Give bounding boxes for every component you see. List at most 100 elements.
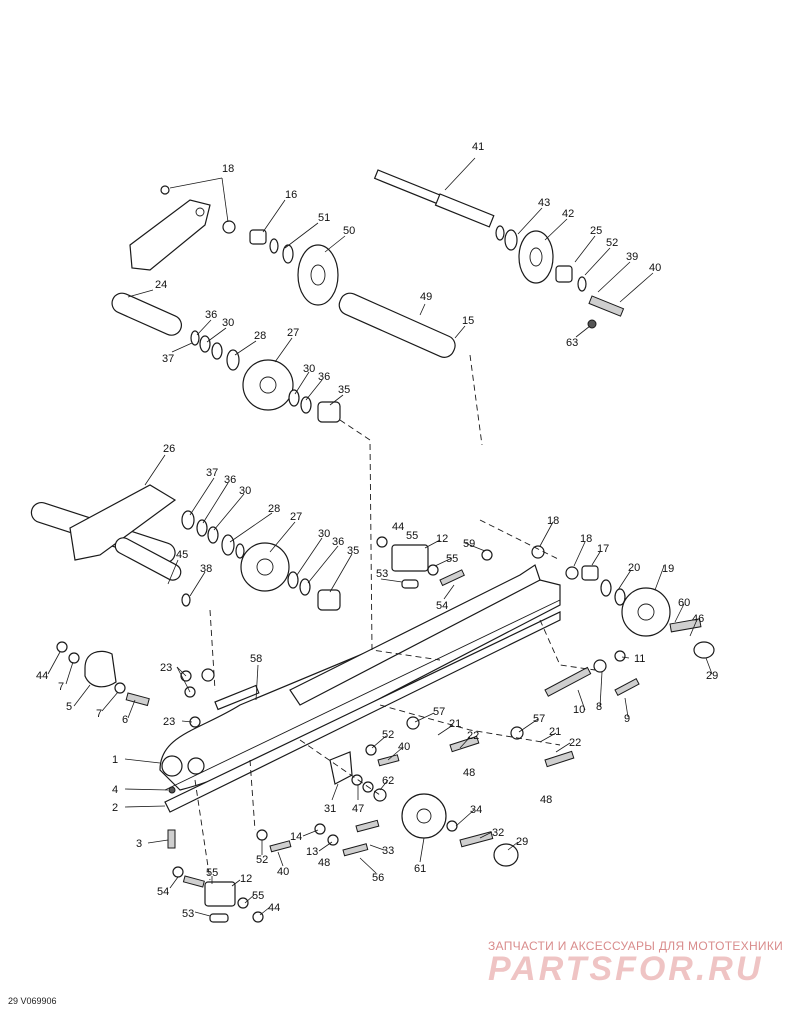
callout: 27 [290, 511, 302, 523]
rear-idler-assembly [531, 545, 715, 697]
callout: 36 [318, 371, 330, 383]
callout: 21 [449, 718, 461, 730]
callout: 7 [96, 708, 102, 720]
callout: 48 [318, 857, 330, 869]
callout: 35 [338, 384, 350, 396]
callout: 50 [343, 225, 355, 237]
callout: 51 [318, 212, 330, 224]
callout: 46 [692, 613, 704, 625]
callout: 48 [540, 794, 552, 806]
callout: 3 [136, 838, 142, 850]
callout: 30 [239, 485, 251, 497]
callout: 12 [436, 533, 448, 545]
callout: 54 [436, 600, 448, 612]
callout: 30 [303, 363, 315, 375]
callout: 57 [533, 713, 545, 725]
callout: 20 [628, 562, 640, 574]
callout: 58 [250, 653, 262, 665]
callout: 2 [112, 802, 118, 814]
callout: 54 [157, 886, 169, 898]
callout: 15 [462, 315, 474, 327]
callout: 19 [662, 563, 674, 575]
callout: 43 [538, 197, 550, 209]
center-mount-hardware [256, 536, 575, 867]
callout: 23 [163, 716, 175, 728]
callout: 22 [467, 730, 479, 742]
callout: 11 [634, 653, 645, 665]
callout: 48 [463, 767, 475, 779]
callout: 59 [463, 538, 475, 550]
callout: 55 [406, 530, 418, 542]
callout: 21 [549, 726, 561, 738]
callout: 53 [182, 908, 194, 920]
callout: 6 [122, 714, 128, 726]
callout: 36 [332, 536, 344, 548]
callout: 41 [472, 141, 484, 153]
callout: 9 [624, 713, 630, 725]
callout: 14 [290, 831, 302, 843]
callout: 39 [626, 251, 638, 263]
callout: 55 [252, 890, 264, 902]
callout: 36 [224, 474, 236, 486]
callout: 18 [547, 515, 559, 527]
callout: 23 [160, 662, 172, 674]
callout: 62 [382, 775, 394, 787]
callout: 13 [306, 846, 318, 858]
callout: 30 [318, 528, 330, 540]
callout: 40 [277, 866, 289, 878]
callout: 52 [382, 729, 394, 741]
watermark-tagline: ЗАПЧАСТИ И АКСЕССУАРЫ ДЛЯ МОТОТЕХНИКИ [488, 939, 784, 953]
callout: 27 [287, 327, 299, 339]
callout: 8 [596, 701, 602, 713]
callout: 38 [200, 563, 212, 575]
callout: 42 [562, 208, 574, 220]
diagram-reference-code: 29 V069906 [8, 996, 57, 1006]
callout: 49 [420, 291, 432, 303]
callout: 34 [470, 804, 482, 816]
callout: 60 [678, 597, 690, 609]
callout: 40 [398, 741, 410, 753]
callout: 44 [268, 902, 280, 914]
callout: 18 [222, 163, 234, 175]
callout: 40 [649, 262, 661, 274]
front-hardware [56, 641, 264, 923]
callout: 26 [163, 443, 175, 455]
callout: 63 [566, 337, 578, 349]
callout: 7 [58, 681, 64, 693]
callout: 12 [240, 873, 252, 885]
callout: 16 [285, 189, 297, 201]
callout: 18 [580, 533, 592, 545]
watermark-logo: PARTSFOR.RU [488, 950, 764, 988]
callout: 4 [112, 784, 118, 796]
callout: 56 [372, 872, 384, 884]
callout: 35 [347, 545, 359, 557]
callout: 1 [112, 754, 118, 766]
callout: 37 [162, 353, 174, 365]
callout: 32 [492, 827, 504, 839]
callout: 57 [433, 706, 445, 718]
callout-labels: 41 18 16 51 50 43 42 25 52 39 40 63 24 4… [36, 141, 718, 920]
callout: 45 [176, 549, 188, 561]
callout: 55 [446, 553, 458, 565]
upper-front-shaft-assembly [111, 185, 456, 423]
callout: 28 [268, 503, 280, 515]
callout: 5 [66, 701, 72, 713]
callout: 29 [516, 836, 528, 848]
callout: 52 [256, 854, 268, 866]
callout: 37 [206, 467, 218, 479]
callout: 53 [376, 568, 388, 580]
leader-lines [47, 157, 713, 917]
callout: 55 [206, 867, 218, 879]
callout: 22 [569, 737, 581, 749]
callout: 30 [222, 317, 234, 329]
front-cross-shaft-assembly [30, 484, 341, 611]
callout: 25 [590, 225, 602, 237]
callout: 24 [155, 279, 167, 291]
callout: 61 [414, 863, 426, 875]
callout: 10 [573, 704, 585, 716]
callout: 44 [36, 670, 48, 682]
upper-rear-shaft-assembly [373, 169, 625, 329]
slide-rail [159, 564, 561, 813]
callout: 52 [606, 237, 618, 249]
callout: 47 [352, 803, 364, 815]
